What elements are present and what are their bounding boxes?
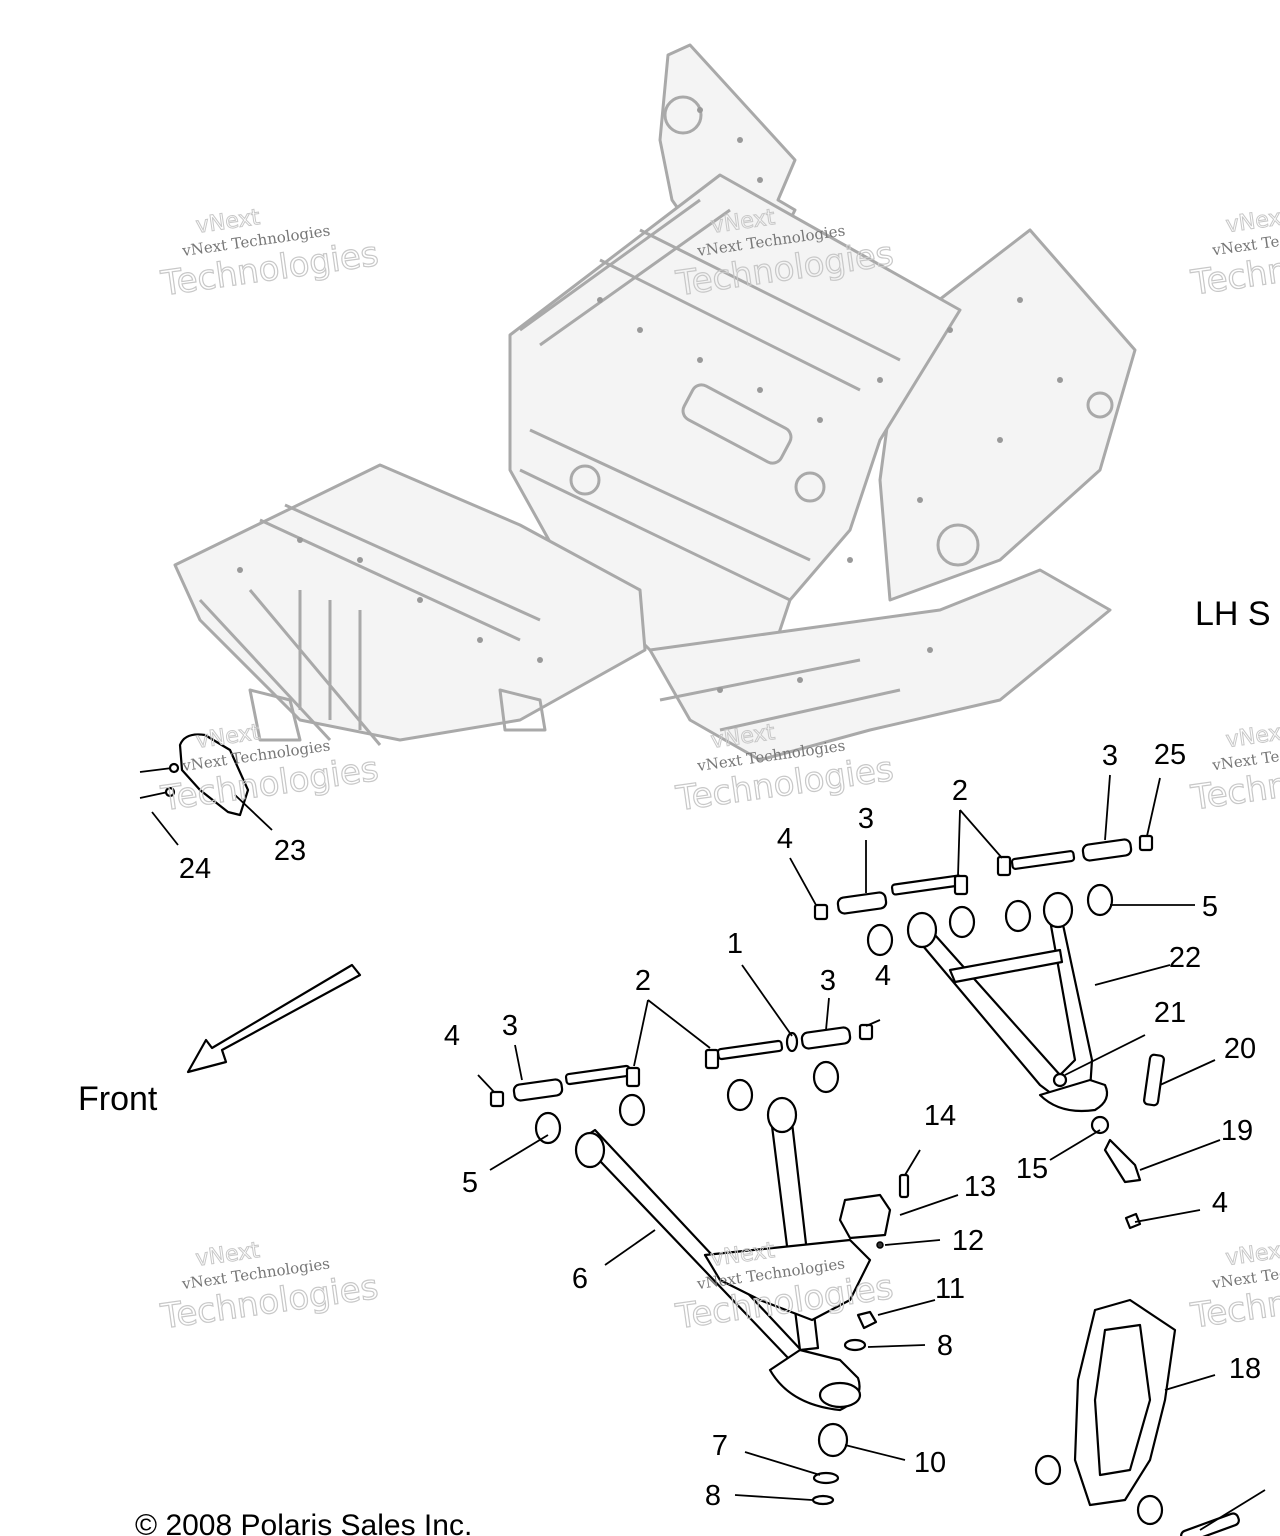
- callout-18: 18: [1229, 1353, 1261, 1385]
- callout-5: 5: [462, 1167, 478, 1199]
- callout-4: 4: [777, 823, 793, 855]
- callout-4: 4: [1212, 1187, 1228, 1219]
- upper-a-arm-22: [866, 883, 1114, 1113]
- callout-4: 4: [875, 960, 891, 992]
- front-direction-arrow: [186, 963, 362, 1074]
- watermark-1: vNext vNext Technologies Technologies: [157, 205, 381, 305]
- callout-12: 12: [952, 1225, 984, 1257]
- watermark-8: vNext vNext Technologies Technologies: [672, 1238, 896, 1338]
- callout-20: 20: [1224, 1033, 1256, 1065]
- callout-13: 13: [964, 1171, 996, 1203]
- lower-a-arm-6: [534, 1060, 872, 1412]
- callout-7: 7: [712, 1430, 728, 1462]
- callout-11: 11: [935, 1273, 965, 1305]
- callout-2: 2: [952, 775, 968, 807]
- front-label: Front: [78, 1080, 158, 1118]
- upper-hardware: [813, 834, 1154, 921]
- callout-5: 5: [1202, 891, 1218, 923]
- side-label: LH S: [1195, 595, 1271, 633]
- callout-numbers: 1 2 2 3 3 3 3 4 4 4 4 5 5 6 7 8 8 10 11 …: [179, 739, 1261, 1512]
- callout-25: 25: [1154, 739, 1186, 771]
- watermark-9: vNext vNext Technologies Technologies: [1187, 1237, 1280, 1337]
- callout-3: 3: [1102, 740, 1118, 772]
- callout-3: 3: [820, 965, 836, 997]
- callout-10: 10: [914, 1447, 946, 1479]
- callout-14: 14: [924, 1100, 956, 1132]
- callout-8: 8: [705, 1480, 721, 1512]
- bracket-23: [139, 733, 250, 817]
- callout-3: 3: [502, 1010, 518, 1042]
- copyright-text: © 2008 Polaris Sales Inc.: [135, 1509, 472, 1536]
- callout-3: 3: [858, 803, 874, 835]
- callout-8: 8: [937, 1330, 953, 1362]
- watermark-3: vNext vNext Technologies Technologies: [1187, 204, 1280, 304]
- spindle-18: [1034, 1298, 1240, 1536]
- callout-23: 23: [274, 835, 306, 867]
- lower-hardware: [489, 1023, 874, 1108]
- chassis-frame: [173, 43, 1137, 762]
- callout-4: 4: [444, 1020, 460, 1052]
- callout-6: 6: [572, 1263, 588, 1295]
- watermark-7: vNext vNext Technologies Technologies: [157, 1238, 381, 1338]
- callout-15: 15: [1016, 1153, 1048, 1185]
- callout-24: 24: [179, 853, 211, 885]
- watermark-6: vNext vNext Technologies Technologies: [1187, 719, 1280, 819]
- small-parts: [811, 1053, 1165, 1506]
- leader-lines: [151, 774, 1266, 1531]
- callout-2: 2: [635, 965, 651, 997]
- callout-22: 22: [1169, 942, 1201, 974]
- callout-21: 21: [1154, 997, 1186, 1029]
- callout-1: 1: [727, 928, 743, 960]
- callout-19: 19: [1221, 1115, 1253, 1147]
